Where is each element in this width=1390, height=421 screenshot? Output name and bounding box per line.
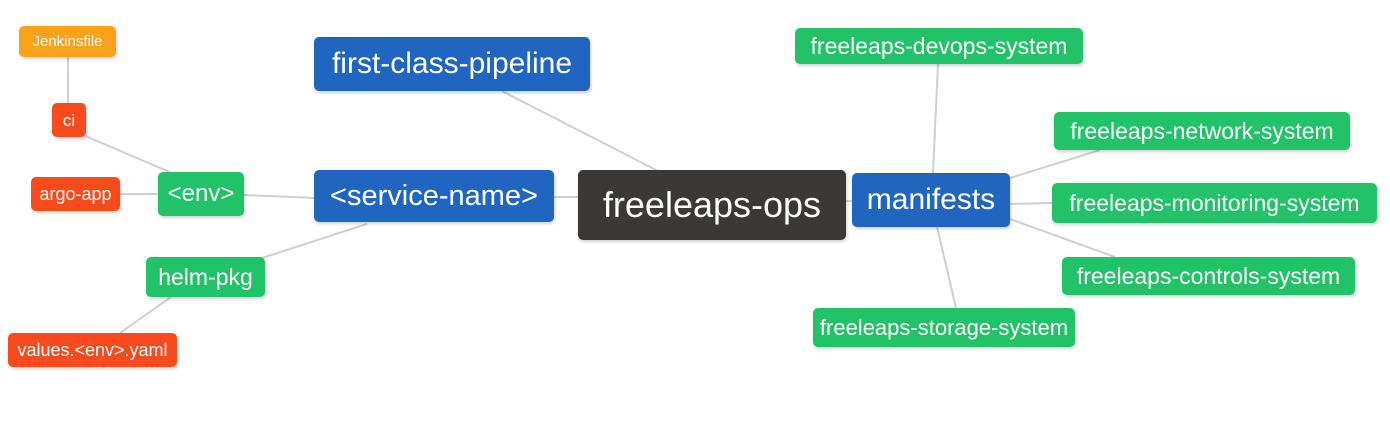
node-values-env-yaml[interactable]: values.<env>.yaml bbox=[8, 333, 177, 367]
node-freeleaps-storage-system[interactable]: freeleaps-storage-system bbox=[813, 308, 1075, 347]
node-env[interactable]: <env> bbox=[158, 172, 244, 216]
node-ci[interactable]: ci bbox=[52, 103, 86, 137]
node-first-class-pipeline[interactable]: first-class-pipeline bbox=[314, 37, 590, 91]
node-service-name[interactable]: <service-name> bbox=[314, 170, 554, 222]
node-freeleaps-controls-system[interactable]: freeleaps-controls-system bbox=[1062, 257, 1355, 295]
node-helm-pkg[interactable]: helm-pkg bbox=[146, 257, 265, 297]
node-freeleaps-devops-system[interactable]: freeleaps-devops-system bbox=[795, 28, 1083, 64]
node-jenkinsfile[interactable]: Jenkinsfile bbox=[19, 26, 116, 57]
node-freeleaps-network-system[interactable]: freeleaps-network-system bbox=[1054, 112, 1350, 150]
node-manifests[interactable]: manifests bbox=[852, 173, 1010, 227]
node-freeleaps-ops[interactable]: freeleaps-ops bbox=[578, 170, 846, 240]
node-argo-app[interactable]: argo-app bbox=[31, 177, 120, 211]
node-freeleaps-monitoring-system[interactable]: freeleaps-monitoring-system bbox=[1052, 183, 1377, 223]
